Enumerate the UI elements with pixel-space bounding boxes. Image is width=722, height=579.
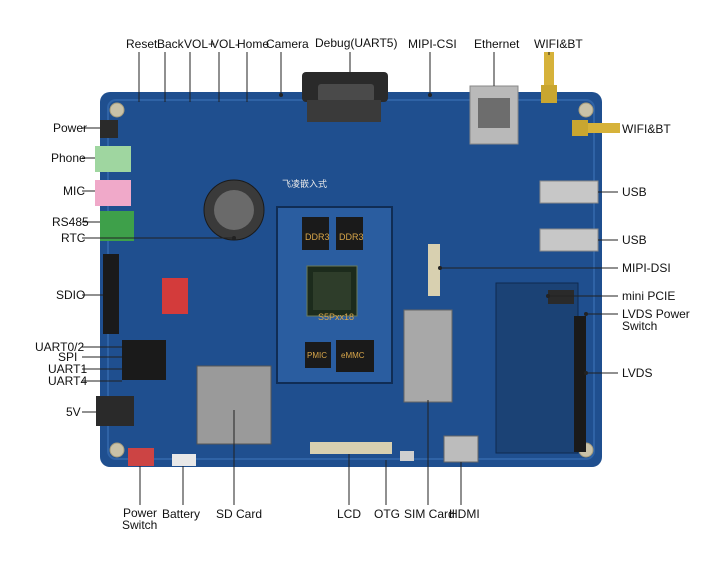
label-spi: SPI xyxy=(58,350,78,364)
label-rtc: RTC xyxy=(61,231,86,245)
label-wifi-bt-top: WIFI&BT xyxy=(534,37,583,51)
emmc-label: eMMC xyxy=(341,351,365,360)
label-power-switch-2: Switch xyxy=(122,518,158,532)
label-lvds-power-2: Switch xyxy=(622,319,658,333)
label-battery: Battery xyxy=(162,507,201,521)
label-back: Back xyxy=(157,37,184,51)
board-brand: 飞凌嵌入式 xyxy=(282,179,328,189)
leader-lines xyxy=(82,52,618,505)
ddr-chip-b: DDR3 xyxy=(339,232,364,242)
ddr-chip-a: DDR3 xyxy=(305,232,330,242)
label-vol-plus: VOL+ xyxy=(184,37,216,51)
label-5v: 5V xyxy=(66,405,81,419)
label-mic: MIC xyxy=(63,184,85,198)
label-hdmi: HDMI xyxy=(449,507,480,521)
label-phone: Phone xyxy=(51,151,86,165)
label-lvds-power-1: LVDS Power xyxy=(622,307,690,321)
label-lvds: LVDS xyxy=(622,366,653,380)
label-ethernet: Ethernet xyxy=(474,37,520,51)
label-vol-minus: VOL- xyxy=(211,37,240,51)
label-rs485: RS485 xyxy=(52,215,89,229)
label-sim-card: SIM Card xyxy=(404,507,455,521)
label-uart4: UART4 xyxy=(48,374,88,388)
label-uart1: UART1 xyxy=(48,362,88,376)
label-power-switch-1: Power xyxy=(123,506,158,520)
label-debug: Debug(UART5) xyxy=(315,36,398,50)
label-sdio: SDIO xyxy=(56,288,86,302)
label-usb-1: USB xyxy=(622,185,647,199)
label-home: Home xyxy=(237,37,270,51)
label-camera: Camera xyxy=(266,37,309,51)
label-wifi-bt-right: WIFI&BT xyxy=(622,122,671,136)
label-mipi-dsi: MIPI-DSI xyxy=(622,261,671,275)
label-sd-card: SD Card xyxy=(216,507,263,521)
label-reset: Reset xyxy=(126,37,158,51)
label-uart02: UART0/2 xyxy=(35,340,85,354)
pmic-label: PMIC xyxy=(307,351,327,360)
soc-label: S5Pxx18 xyxy=(318,312,354,322)
label-mipi-csi: MIPI-CSI xyxy=(408,37,457,51)
label-usb-2: USB xyxy=(622,233,647,247)
label-mini-pcie: mini PCIE xyxy=(622,289,676,303)
label-lcd: LCD xyxy=(337,507,362,521)
label-power: Power xyxy=(53,121,88,135)
label-otg: OTG xyxy=(374,507,400,521)
